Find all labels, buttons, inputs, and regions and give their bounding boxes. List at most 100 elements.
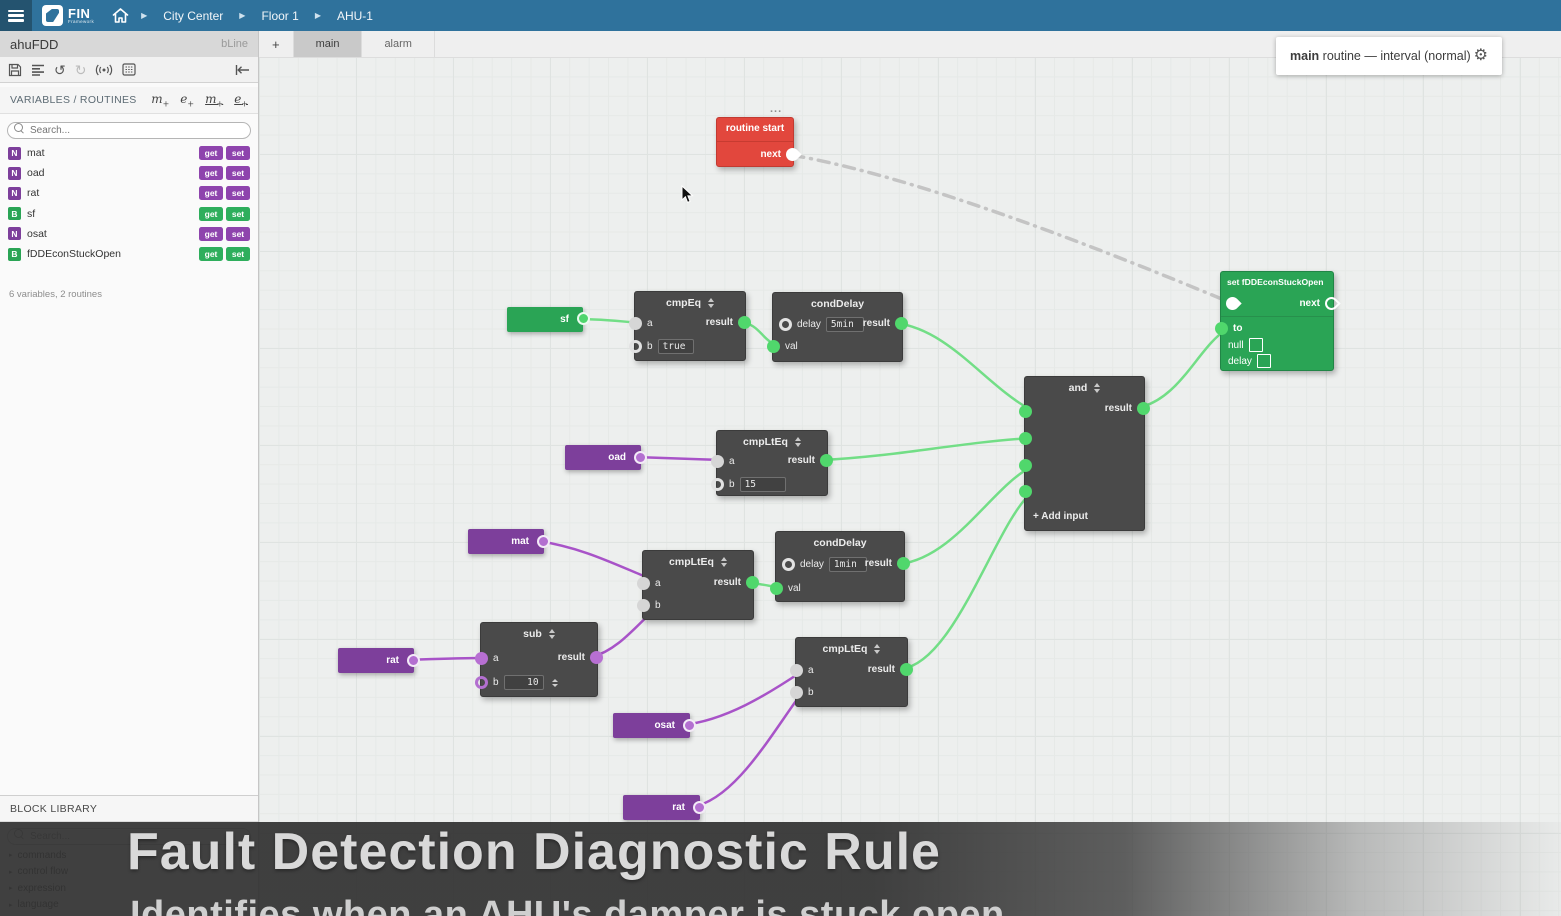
result-output-port[interactable]: [900, 663, 913, 676]
result-output-port[interactable]: [590, 651, 603, 664]
list-icon[interactable]: [31, 64, 45, 76]
exec-output-port[interactable]: [783, 145, 802, 164]
block-menu-dots[interactable]: ...: [770, 103, 783, 115]
a-input-port[interactable]: [790, 664, 803, 677]
set-button[interactable]: set: [226, 166, 250, 181]
gear-icon[interactable]: ⚙: [1473, 47, 1488, 64]
add-expr-variable-button[interactable]: e+: [180, 91, 195, 109]
result-output-port[interactable]: [738, 316, 751, 329]
block-sub[interactable]: sub a result b 10: [475, 622, 603, 697]
var-output-port[interactable]: [634, 451, 647, 464]
block-conddelay-1min[interactable]: condDelay delay 1min result val: [770, 531, 910, 602]
get-button[interactable]: get: [199, 226, 223, 241]
stepper-icon[interactable]: [551, 678, 558, 687]
get-button[interactable]: get: [199, 146, 223, 161]
variable-row-fddeconstuckopen[interactable]: B fDDEconStuckOpen get set: [0, 244, 258, 264]
get-button[interactable]: get: [199, 166, 223, 181]
b-input-port[interactable]: [629, 340, 642, 354]
block-cmplteq-oad[interactable]: cmpLtEq a result b 15: [711, 430, 833, 496]
delay-value-field[interactable]: 1min: [828, 557, 867, 573]
b-value-field[interactable]: 10: [503, 675, 544, 691]
sort-icon[interactable]: [874, 644, 881, 654]
delay-input-port[interactable]: [779, 318, 792, 332]
tab-alarm[interactable]: alarm: [362, 31, 435, 57]
var-block-oad[interactable]: oad: [565, 445, 647, 470]
variable-row-sf[interactable]: B sf get set: [0, 204, 258, 224]
block-routine-start[interactable]: routine start next: [716, 117, 802, 167]
var-block-osat[interactable]: osat: [613, 713, 696, 738]
block-cmplteq-mat[interactable]: cmpLtEq a result b: [637, 550, 759, 620]
exec-input-port[interactable]: [1223, 294, 1242, 313]
b-input-port[interactable]: [790, 686, 803, 699]
add-expr-routine-button[interactable]: e+: [234, 91, 248, 109]
redo-icon[interactable]: ↻: [74, 61, 87, 78]
result-output-port[interactable]: [897, 557, 910, 570]
sort-icon[interactable]: [548, 629, 555, 639]
broadcast-icon[interactable]: [95, 64, 113, 76]
var-block-rat-2[interactable]: rat: [623, 795, 706, 820]
block-library-header[interactable]: BLOCK LIBRARY: [0, 795, 258, 822]
and-input-port-1[interactable]: [1019, 405, 1032, 418]
block-and[interactable]: and result + Add input: [1019, 376, 1150, 531]
var-block-rat-1[interactable]: rat: [338, 648, 420, 673]
sort-icon[interactable]: [708, 298, 714, 308]
var-output-port[interactable]: [693, 801, 706, 814]
block-set-fddeconstuckopen[interactable]: set fDDEconStuckOpen next to null delay: [1215, 271, 1341, 371]
menu-button[interactable]: [0, 0, 32, 31]
var-output-port[interactable]: [537, 535, 550, 548]
sort-icon[interactable]: [720, 557, 727, 567]
result-output-port[interactable]: [1137, 402, 1150, 415]
var-output-port[interactable]: [407, 654, 420, 667]
breadcrumb-city-center[interactable]: City Center: [163, 8, 224, 23]
b-input-port[interactable]: [637, 599, 650, 612]
and-input-port-4[interactable]: [1019, 485, 1032, 498]
b-value-field[interactable]: true: [657, 339, 694, 355]
to-input-port[interactable]: [1215, 322, 1228, 335]
b-input-port[interactable]: [711, 478, 724, 492]
var-block-sf[interactable]: sf: [507, 307, 590, 332]
var-block-mat[interactable]: mat: [468, 529, 550, 554]
set-button[interactable]: set: [226, 247, 250, 262]
tab-main[interactable]: main: [293, 31, 363, 57]
add-main-routine-button[interactable]: m+: [205, 91, 224, 109]
result-output-port[interactable]: [820, 454, 833, 467]
sort-icon[interactable]: [794, 437, 801, 447]
set-button[interactable]: set: [226, 146, 250, 161]
breadcrumb-floor-1[interactable]: Floor 1: [261, 8, 299, 23]
save-icon[interactable]: [8, 63, 22, 77]
a-input-port[interactable]: [629, 317, 642, 330]
set-button[interactable]: set: [226, 206, 250, 221]
delay-input-port[interactable]: [782, 558, 795, 572]
block-cmplteq-osat[interactable]: cmpLtEq a result b: [790, 637, 913, 707]
get-button[interactable]: get: [199, 247, 223, 262]
add-tab-button[interactable]: +: [259, 31, 294, 57]
and-input-port-2[interactable]: [1019, 432, 1032, 445]
exec-output-port[interactable]: [1322, 294, 1341, 313]
block-conddelay-5min[interactable]: condDelay delay 5min result val: [767, 292, 908, 362]
collapse-panel-icon[interactable]: [235, 64, 250, 75]
get-button[interactable]: get: [199, 206, 223, 221]
null-checkbox[interactable]: [1248, 338, 1263, 352]
undo-icon[interactable]: ↺: [54, 61, 66, 78]
b-input-port[interactable]: [475, 676, 488, 690]
result-output-port[interactable]: [746, 576, 759, 589]
a-input-port[interactable]: [711, 455, 724, 468]
block-cmpeq[interactable]: cmpEq a result b true: [629, 291, 751, 361]
variables-search-input[interactable]: [7, 122, 251, 139]
set-button[interactable]: set: [226, 186, 250, 201]
b-value-field[interactable]: 15: [739, 477, 786, 493]
sort-icon[interactable]: [1094, 383, 1101, 393]
logic-canvas[interactable]: [259, 57, 1561, 916]
result-output-port[interactable]: [895, 317, 908, 330]
a-input-port[interactable]: [637, 577, 650, 590]
variable-row-oad[interactable]: N oad get set: [0, 163, 258, 183]
val-input-port[interactable]: [767, 340, 780, 353]
delay-checkbox[interactable]: [1256, 354, 1271, 368]
delay-value-field[interactable]: 5min: [825, 317, 864, 333]
var-output-port[interactable]: [577, 312, 590, 325]
var-output-port[interactable]: [683, 719, 696, 732]
get-button[interactable]: get: [199, 186, 223, 201]
a-input-port[interactable]: [475, 652, 488, 665]
grid-icon[interactable]: [122, 63, 137, 76]
breadcrumb-ahu-1[interactable]: AHU-1: [336, 8, 373, 23]
